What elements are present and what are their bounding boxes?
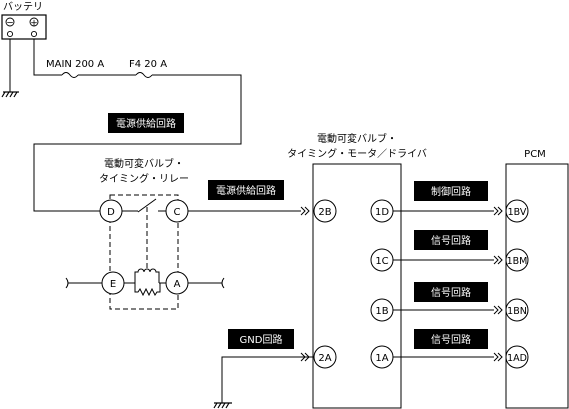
relay-coil-symbol (134, 268, 160, 283)
gnd-circuit-label (228, 329, 294, 349)
svg-text:電源供給回路: 電源供給回路 (216, 184, 276, 197)
svg-text:D: D (107, 207, 115, 218)
battery-label: バッテリ (3, 1, 43, 13)
svg-text:信号回路: 信号回路 (431, 333, 471, 346)
svg-text:信号回路: 信号回路 (431, 286, 471, 299)
f4-fuse-symbol (135, 72, 153, 78)
pcm-pin-1ad (505, 345, 529, 369)
svg-text:E: E (110, 279, 116, 290)
driver-pin-2b (313, 199, 337, 223)
relay-resistor-symbol (134, 283, 161, 297)
battery-minus-sign: − (6, 19, 14, 29)
svg-text:信号回路: 信号回路 (431, 234, 471, 247)
main-fuse-symbol (61, 72, 79, 78)
svg-text:制御回路: 制御回路 (431, 185, 471, 198)
signal-circuit-label-2 (414, 282, 488, 302)
battery-plus-sign: + (30, 19, 38, 29)
svg-text:1AD: 1AD (507, 353, 527, 364)
ground-symbol-driver (213, 402, 232, 409)
battery-symbol: − + (1, 14, 47, 40)
svg-text:1D: 1D (375, 207, 389, 218)
power-supply-circuit-label-top (108, 113, 184, 133)
battery-plus-terminal (29, 17, 39, 27)
driver-title-line1: 電動可変バルブ・ (317, 132, 397, 145)
svg-text:1A: 1A (375, 353, 388, 364)
svg-text:1BM: 1BM (507, 256, 528, 267)
svg-text:電源供給回路: 電源供給回路 (116, 117, 176, 130)
relay-switch-contact (137, 198, 157, 213)
svg-text:2A: 2A (318, 353, 331, 364)
signal-circuit-label-3 (414, 329, 488, 349)
svg-text:A: A (174, 279, 181, 290)
relay-title-line2: タイミング・リレー (99, 172, 189, 185)
svg-text:2B: 2B (318, 207, 331, 218)
signal-circuit-label-1 (414, 230, 488, 250)
pcm-title: PCM (524, 149, 546, 160)
svg-text:C: C (174, 207, 181, 218)
svg-text:1C: 1C (375, 256, 388, 267)
ground-symbol-battery (1, 91, 19, 98)
relay-pin-d (99, 199, 123, 223)
svg-text:1B: 1B (375, 306, 388, 317)
battery-minus-terminal (5, 17, 15, 27)
control-circuit-label (414, 181, 488, 201)
pcm-pin-1bm (505, 248, 529, 272)
driver-title-line2: タイミング・モータ／ドライバ (287, 147, 427, 160)
f4-fuse-label: F4 20 A (129, 59, 167, 70)
relay-title-line1: 電動可変バルブ・ (104, 157, 184, 170)
svg-text:1BN: 1BN (507, 306, 527, 317)
pcm-pin-1bv (505, 199, 529, 223)
pcm-pin-1bn (505, 298, 529, 322)
main-fuse-label: MAIN 200 A (46, 59, 104, 70)
svg-text:GND回路: GND回路 (240, 333, 283, 346)
power-supply-circuit-label-mid (208, 180, 284, 200)
svg-text:1BV: 1BV (508, 207, 527, 218)
